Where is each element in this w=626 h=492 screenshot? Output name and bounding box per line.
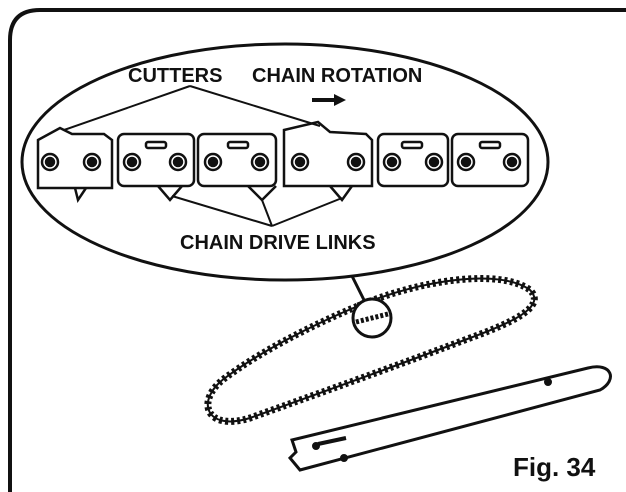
chain-rotation-label: CHAIN ROTATION [252, 65, 423, 87]
magnifier-connector [350, 275, 366, 301]
leader-lines [63, 85, 343, 227]
figure-frame [8, 8, 626, 492]
figure-caption: Fig. 34 [513, 452, 596, 482]
cutters-label: CUTTERS [128, 65, 223, 87]
rotation-arrow [312, 94, 346, 106]
chain-drive-links-label: CHAIN DRIVE LINKS [180, 232, 376, 254]
guide-bar [287, 365, 612, 472]
chain-link-cutter [36, 126, 114, 204]
chain-links-detail [36, 120, 530, 204]
magnified-chain-segment [355, 311, 389, 325]
chain-link-side [376, 132, 450, 188]
chain-link-side [450, 132, 530, 188]
chain-link-cutter [282, 120, 374, 203]
chain-link-side [116, 132, 196, 202]
chain-link-side [196, 132, 278, 202]
saw-chain-outline [206, 277, 536, 423]
